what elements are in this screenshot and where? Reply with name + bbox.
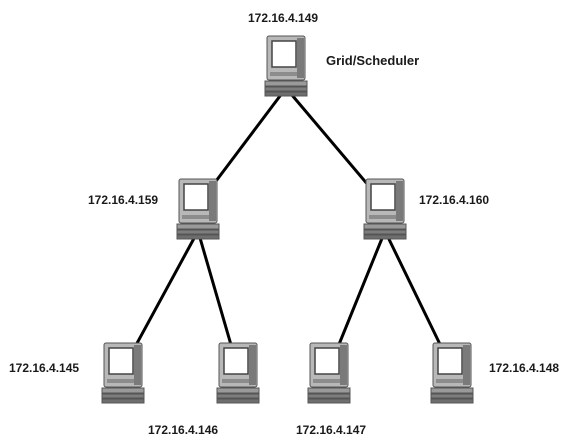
mid-left-computer-icon bbox=[176, 178, 220, 240]
mid-right-computer-icon bbox=[363, 178, 407, 240]
leaf-4-computer-icon bbox=[430, 342, 474, 404]
leaf-2-computer-icon bbox=[216, 342, 260, 404]
root-ip-label: 172.16.4.149 bbox=[248, 11, 319, 25]
root-role-label: Grid/Scheduler bbox=[326, 53, 420, 68]
mid-right-ip-label: 172.16.4.160 bbox=[419, 193, 490, 207]
leaf-3-ip-label: 172.16.4.147 bbox=[296, 423, 367, 437]
leaf-2-ip-label: 172.16.4.146 bbox=[148, 423, 219, 437]
mid-left-ip-label: 172.16.4.159 bbox=[88, 193, 159, 207]
leaf-3-computer-icon bbox=[307, 342, 351, 404]
leaf-1-ip-label: 172.16.4.145 bbox=[9, 361, 80, 375]
leaf-4-ip-label: 172.16.4.148 bbox=[489, 361, 560, 375]
root-computer-icon bbox=[264, 35, 308, 97]
leaf-1-computer-icon bbox=[101, 342, 145, 404]
